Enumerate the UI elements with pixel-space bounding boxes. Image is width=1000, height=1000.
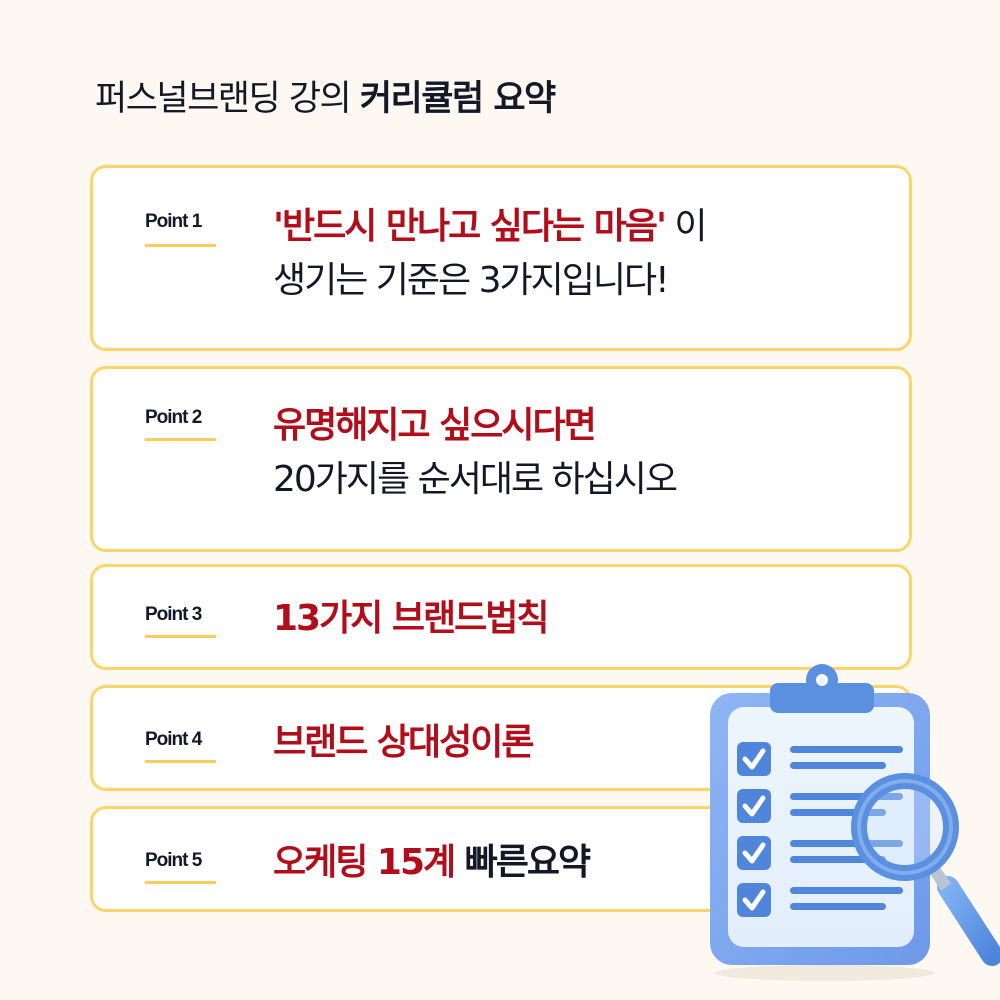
point-highlight: 브랜드 상대성이론 (273, 722, 534, 763)
point-highlight: '반드시 만나고 싶다는 마음' (273, 206, 667, 247)
point-card-2: Point 2 유명해지고 싶으시다면 20가지를 순서대로 하십시오 (90, 366, 912, 552)
point-highlight: 13가지 브랜드법칙 (273, 598, 549, 639)
title-bold: 커리큘럼 요약 (359, 79, 556, 119)
point-label: Point 5 (145, 850, 202, 871)
point-content: '반드시 만나고 싶다는 마음' 이 생기는 기준은 3가지입니다! (273, 200, 708, 308)
clipboard-checklist-icon (700, 655, 1000, 985)
point-content: 브랜드 상대성이론 (273, 716, 534, 770)
point-card-3: Point 3 13가지 브랜드법칙 (90, 564, 912, 670)
point-content: 13가지 브랜드법칙 (273, 592, 549, 646)
point-highlight: 유명해지고 싶으시다면 (273, 405, 597, 446)
point-underline (145, 881, 216, 884)
point-text: 빠른요약 (454, 842, 591, 883)
point-underline (145, 438, 216, 441)
point-content: 오케팅 15계 빠른요약 (273, 836, 591, 890)
point-underline (145, 635, 216, 638)
point-underline (145, 760, 216, 763)
point-text: 이 (664, 206, 707, 247)
point-label: Point 3 (145, 604, 202, 625)
point-label: Point 2 (145, 407, 202, 428)
point-label: Point 1 (145, 211, 202, 232)
point-label: Point 4 (145, 729, 202, 750)
page-title: 퍼스널브랜딩 강의 커리큘럼 요약 (95, 70, 556, 121)
point-content: 유명해지고 싶으시다면 20가지를 순서대로 하십시오 (273, 399, 678, 507)
title-regular: 퍼스널브랜딩 강의 (95, 79, 360, 119)
point-text-line2: 20가지를 순서대로 하십시오 (273, 459, 678, 500)
point-underline (145, 244, 216, 247)
point-highlight: 오케팅 15계 (273, 842, 456, 883)
point-card-1: Point 1 '반드시 만나고 싶다는 마음' 이 생기는 기준은 3가지입니… (90, 165, 912, 351)
point-text-line2: 생기는 기준은 3가지입니다! (273, 260, 670, 301)
